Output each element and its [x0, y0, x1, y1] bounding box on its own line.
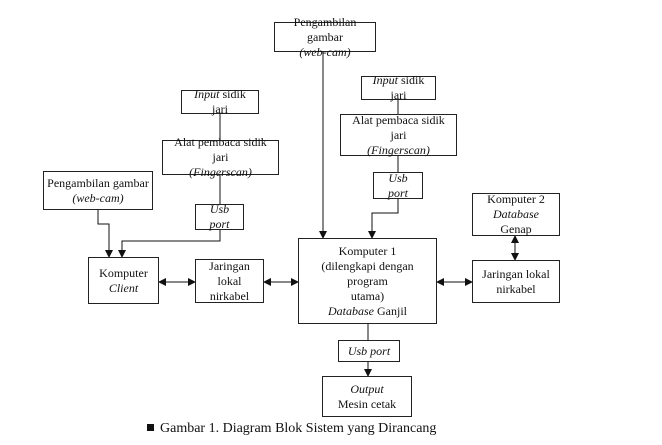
output-sub: Mesin cetak [337, 396, 397, 411]
reader-left-box: Alat pembaca sidik jari (Fingerscan) [162, 135, 279, 179]
input-right-italic: Input [372, 73, 398, 87]
webcam-top-label: Pengambilan gambar [293, 14, 357, 44]
net-right-sub: nirkabel [496, 281, 536, 296]
komputer1-desc-2: utama) [350, 288, 385, 303]
client-sub: Client [108, 280, 139, 295]
komputer2-box: Komputer 2 Database Genap [472, 192, 560, 236]
net-left-box: Jaringan lokal nirkabel [195, 259, 264, 303]
usb-right-box: Usb port [373, 170, 423, 200]
input-left-box: Input sidik jari [181, 87, 259, 116]
komputer2-label: Komputer 2 [487, 192, 545, 206]
usb-left-box: Usb port [195, 202, 244, 231]
input-left-italic: Input [194, 87, 220, 101]
figure-caption-text: Gambar 1. Diagram Blok Sistem yang Diran… [160, 421, 437, 436]
client-label: Komputer [99, 265, 148, 280]
reader-left-sub: (Fingerscan) [189, 165, 252, 179]
usb-right-label: Usb port [387, 170, 408, 200]
komputer2-db-italic: Database [493, 207, 539, 221]
net-left-sub: nirkabel [209, 288, 250, 303]
arrow-usb-right-to-komputer1 [368, 199, 399, 239]
komputer1-label: Komputer 1 [338, 243, 397, 258]
net-right-box: Jaringan lokal nirkabel [472, 260, 560, 303]
output-box: Output Mesin cetak [322, 376, 412, 417]
komputer2-db-rest: Genap [500, 222, 532, 236]
komputer1-desc: (dilengkapi dengan program [321, 258, 414, 288]
input-left-rest: sidik jari [212, 87, 246, 116]
webcam-left-label: Pengambilan gambar [47, 175, 149, 190]
reader-right-label: Alat pembaca sidik jari [352, 112, 445, 142]
bullet-icon [147, 424, 154, 431]
input-right-rest: sidik jari [390, 73, 425, 102]
usb-left-label: Usb port [209, 202, 230, 231]
input-right-box: Input sidik jari [361, 73, 436, 102]
reader-right-box: Alat pembaca sidik jari (Fingerscan) [340, 112, 457, 157]
reader-left-label: Alat pembaca sidik jari [174, 135, 267, 164]
webcam-left-sub: (web-cam) [72, 190, 124, 205]
webcam-top-box: Pengambilan gambar (web-cam) [274, 15, 376, 59]
arrow-webcam-left-to-client [97, 210, 113, 258]
net-right-label: Jaringan lokal [482, 266, 550, 281]
reader-right-sub: (Fingerscan) [367, 142, 430, 157]
webcam-left-box: Pengambilan gambar (web-cam) [43, 171, 153, 210]
output-label: Output [350, 381, 384, 396]
net-left-label: Jaringan lokal [209, 258, 250, 288]
arrow-usb-left-to-client [118, 230, 221, 258]
usb-bottom-box: Usb port [338, 340, 400, 362]
client-box: Komputer Client [88, 257, 159, 304]
usb-bottom-label: Usb port [347, 343, 391, 358]
komputer1-box: Komputer 1 (dilengkapi dengan program ut… [298, 238, 437, 324]
komputer1-db-italic: Database [328, 303, 374, 318]
komputer1-db-rest: Ganjil [374, 303, 407, 318]
webcam-top-sub: (web-cam) [299, 44, 351, 59]
figure-caption: Gambar 1. Diagram Blok Sistem yang Diran… [147, 421, 436, 437]
